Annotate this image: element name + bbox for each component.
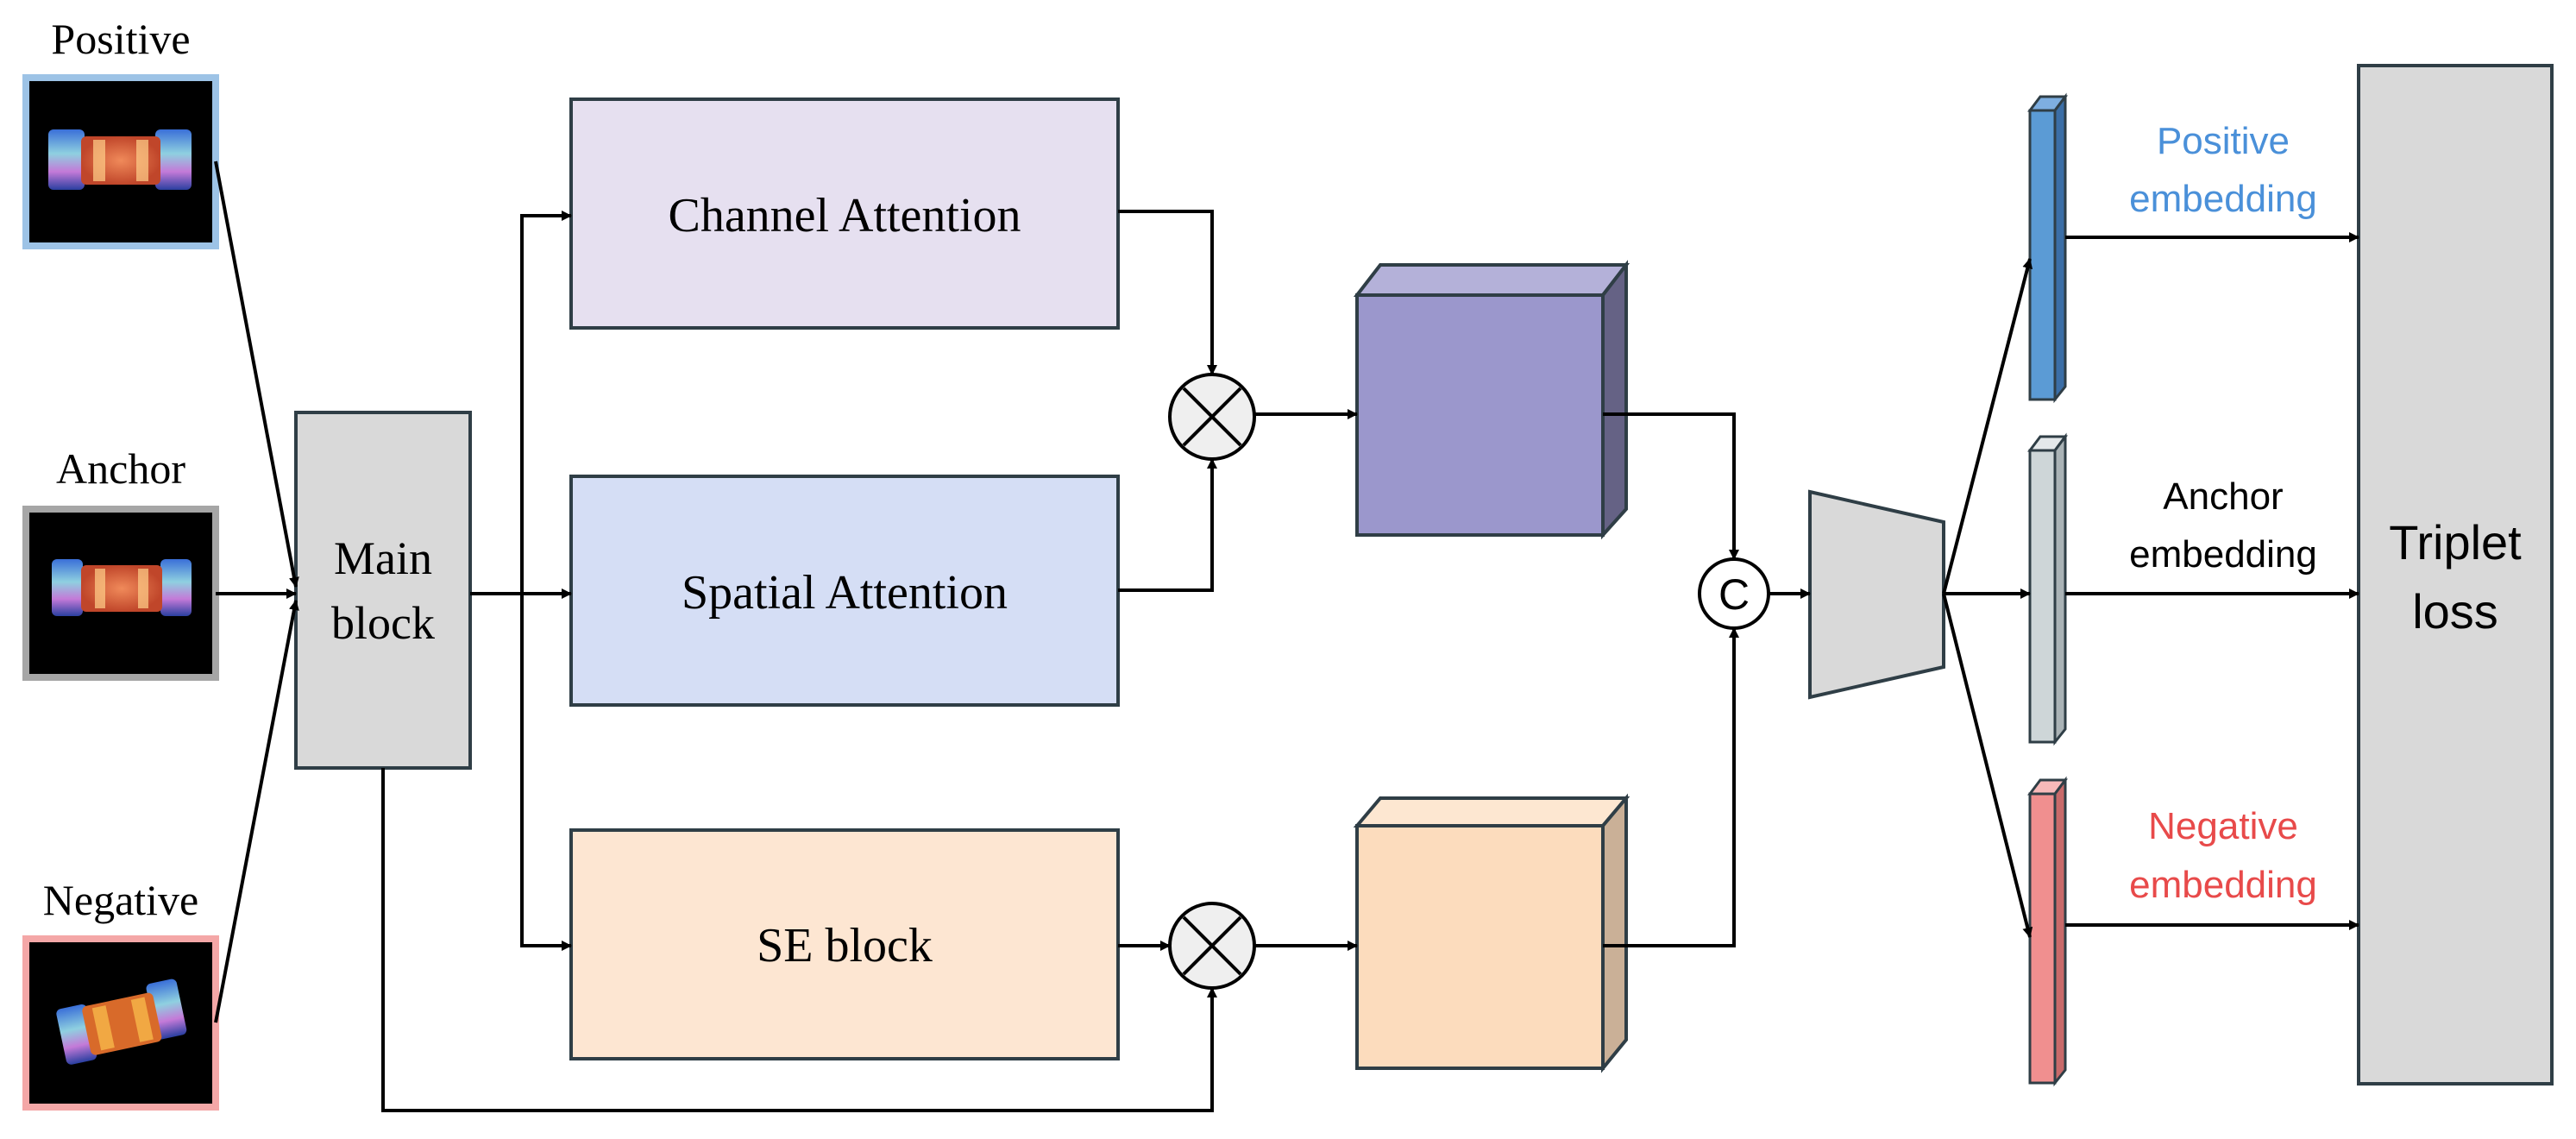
positive-embedding-bar xyxy=(2027,92,2068,404)
channel-attention-module: Channel Attention xyxy=(569,98,1120,330)
concat-symbol: C xyxy=(1718,570,1750,619)
positive-input-image xyxy=(22,74,219,249)
anchor-embedding-label-line2: embedding xyxy=(2129,533,2317,576)
negative-input-image xyxy=(22,935,219,1111)
se-block-module: SE block xyxy=(569,828,1120,1060)
se-feature-map-cube xyxy=(1353,793,1630,1073)
se-block-label: SE block xyxy=(757,919,933,972)
attention-feature-map-cube xyxy=(1353,260,1630,540)
positive-label: Positive xyxy=(51,15,190,63)
negative-embedding-bar xyxy=(2027,776,2068,1087)
multiply-operator-bottom xyxy=(1168,902,1256,990)
main-block-label-line1: Main xyxy=(334,532,432,584)
triplet-loss-label-line1: Triplet xyxy=(2389,515,2522,570)
main-block: Main block xyxy=(294,411,472,770)
negative-label: Negative xyxy=(43,876,198,924)
anchor-embedding-bar xyxy=(2027,432,2068,746)
spatial-attention-module: Spatial Attention xyxy=(569,475,1120,707)
channel-attention-label: Channel Attention xyxy=(668,189,1021,242)
negative-embedding-label-line2: embedding xyxy=(2129,864,2317,906)
positive-embedding-label-line1: Positive xyxy=(2157,120,2290,162)
connectors xyxy=(214,160,2359,1112)
anchor-embedding-label-line1: Anchor xyxy=(2163,475,2283,518)
anchor-input-image xyxy=(22,506,219,681)
spatial-attention-label: Spatial Attention xyxy=(682,566,1008,620)
positive-embedding-label-line2: embedding xyxy=(2129,178,2317,220)
multiply-operator-top xyxy=(1168,373,1256,461)
main-block-label-line2: block xyxy=(331,597,435,649)
anchor-label: Anchor xyxy=(56,444,185,493)
triplet-loss-block: Triplet loss xyxy=(2357,64,2554,1086)
concat-operator: C xyxy=(1698,557,1770,630)
negative-embedding-label-line1: Negative xyxy=(2148,805,2298,847)
projection-head xyxy=(1808,489,1945,700)
triplet-loss-label-line2: loss xyxy=(2412,584,2498,639)
